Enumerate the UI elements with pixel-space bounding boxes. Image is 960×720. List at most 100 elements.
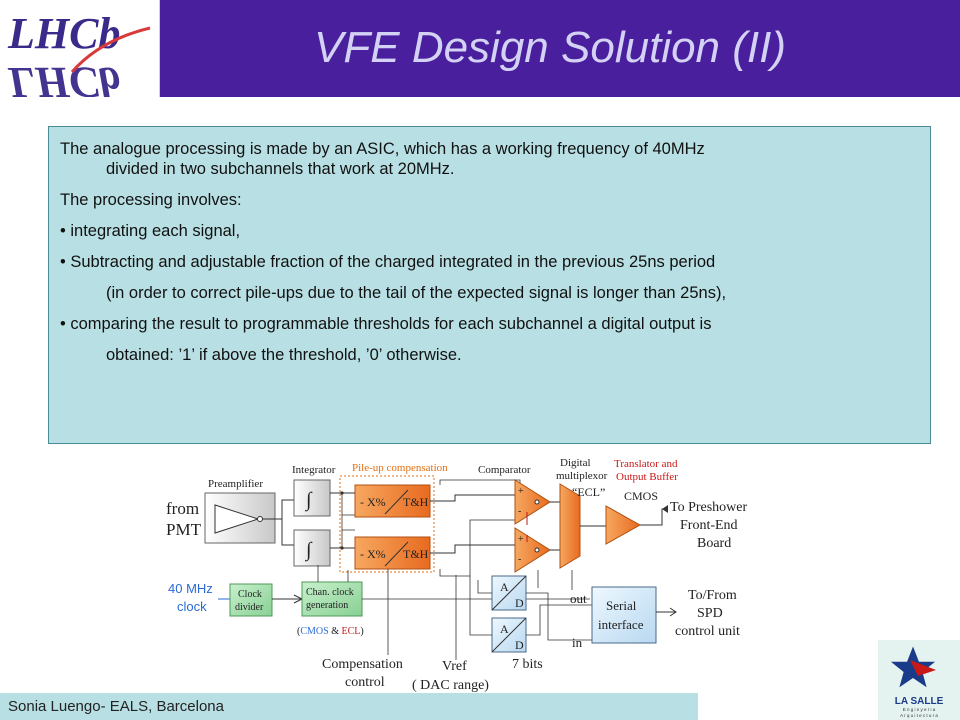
label-comparator: Comparator: [478, 464, 531, 476]
preamp-node-icon: [257, 516, 263, 522]
chan-clock-label-1: Chan. clock: [306, 587, 354, 598]
label-multiplexor: multiplexor: [556, 470, 608, 482]
comparator-top-plus: +: [518, 486, 524, 497]
label-pmt: PMT: [166, 520, 202, 539]
output-arrow-icon: [662, 505, 668, 513]
label-control: control: [345, 675, 385, 690]
chan-clock-label-2: generation: [306, 600, 348, 611]
footer-author: Sonia Luengo- EALS, Barcelona: [8, 698, 224, 715]
slide-title: VFE Design Solution (II): [314, 23, 786, 72]
lhcb-logo: LHCb LHCb: [0, 0, 160, 97]
label-7-bits: 7 bits: [512, 657, 543, 672]
label-compensation: Compensation: [322, 657, 403, 672]
bullet-subtracting-line1: • Subtracting and adjustable fraction of…: [60, 253, 716, 271]
bullet-integrating: • integrating each signal,: [60, 222, 241, 240]
split-wire: [268, 499, 294, 546]
clock-divider-label-1: Clock: [238, 589, 262, 600]
comparator-top-icon: [514, 479, 551, 525]
comparator-bottom-icon: [514, 527, 551, 573]
adc-top-a: A: [500, 580, 509, 594]
cross-wires: [341, 493, 355, 548]
multiplexor-block: [559, 483, 581, 569]
comparator-bottom-minus: -: [518, 554, 521, 565]
comparator-output-wires: [550, 501, 560, 551]
output-buffer-icon: [605, 505, 642, 545]
adc-top-d: D: [515, 596, 524, 610]
lasalle-logo: LA SALLE E n g i n y e r i a A r q u i t…: [878, 640, 960, 720]
content-box: The analogue processing is made by an AS…: [48, 126, 931, 444]
adc-bottom-d: D: [515, 638, 524, 652]
label-control-unit: control unit: [675, 624, 740, 639]
label-to-preshower: To Preshower: [670, 500, 748, 515]
serial-label-1: Serial: [606, 598, 637, 613]
label-vref: Vref: [442, 659, 467, 674]
comp-node-top-icon: [534, 499, 540, 505]
vfe-block-diagram: Preamplifier Integrator Pile-up compensa…: [166, 457, 748, 693]
pileup-region: [339, 475, 435, 573]
pileup-top-slash: [384, 489, 409, 515]
integrator-block-bottom: [293, 529, 331, 567]
adc-top-diagonal: [491, 575, 527, 611]
bullet-comparing: • comparing the result to programmable t…: [60, 314, 920, 365]
lasalle-logo-graphic: LA SALLE E n g i n y e r i a A r q u i t…: [890, 646, 944, 718]
cmos-ecl-open: (: [297, 626, 301, 637]
comp-node-bottom-icon: [534, 547, 540, 553]
integrator-block-top: [293, 479, 331, 517]
label-to-from: To/From: [688, 588, 737, 603]
star-icon: [890, 646, 936, 688]
pileup-output-wires: [430, 494, 515, 554]
cmos-ecl-ecl: ECL: [341, 626, 360, 637]
integral-icon-top: ∫: [304, 489, 313, 512]
adc-wires: [469, 576, 592, 641]
paragraph-asic-line1: The analogue processing is made by an AS…: [60, 140, 705, 158]
label-spd: SPD: [697, 606, 723, 621]
bullet-comparing-line2: obtained: ’1’ if above the threshold, ’0…: [106, 346, 462, 364]
lasalle-subtitle-1: E n g i n y e r i a: [903, 707, 936, 712]
lhcb-logo-graphic: LHCb LHCb: [7, 9, 151, 97]
lhcb-logo-text: LHCb: [7, 9, 120, 58]
serial-control-wires: [537, 570, 573, 590]
lasalle-name: LA SALLE: [895, 696, 944, 707]
clock-divider-block: [229, 583, 273, 617]
pileup-top-th: T&H: [403, 495, 429, 509]
bullet-comparing-line1: • comparing the result to programmable t…: [60, 315, 712, 333]
label-ecl-quote: “ECL”: [572, 485, 605, 499]
comparator-top-minus: -: [518, 506, 521, 517]
label-clock: clock: [177, 599, 207, 614]
label-output-buffer: Output Buffer: [616, 471, 678, 483]
cmos-ecl-amp: &: [329, 626, 342, 637]
label-cmos-ecl: (CMOS & ECL): [297, 626, 364, 637]
label-pileup: Pile-up compensation: [352, 462, 448, 474]
paragraph-asic-line2: divided in two subchannels that work at …: [106, 160, 455, 178]
adc-bottom-diagonal: [491, 617, 527, 653]
bullet-subtracting: • Subtracting and adjustable fraction of…: [60, 252, 920, 303]
pileup-top-xpct: - X%: [360, 495, 386, 509]
pileup-bottom-slash: [384, 541, 409, 567]
paragraph-processing: The processing involves:: [60, 191, 242, 209]
buffer-output-wire: [640, 508, 668, 526]
lasalle-subtitle-2: A r q u i t e c t u r a: [900, 713, 938, 718]
label-preamplifier: Preamplifier: [208, 478, 263, 490]
serial-interface-block: [591, 586, 657, 644]
bullet-subtracting-line2: (in order to correct pile-ups due to the…: [106, 284, 727, 302]
pileup-bottom-th: T&H: [403, 547, 429, 561]
label-integrator: Integrator: [292, 464, 336, 476]
paragraph-asic: The analogue processing is made by an AS…: [60, 139, 920, 179]
preamplifier-triangle-icon: [214, 504, 260, 534]
clock-distribution-wires: [317, 565, 590, 600]
pileup-block-bottom: [354, 536, 431, 570]
comparator-bottom-plus: +: [518, 534, 524, 545]
label-in: in: [572, 635, 583, 650]
label-dac-range: ( DAC range): [412, 678, 489, 693]
clock-divider-label-2: divider: [235, 602, 264, 613]
star-accent-icon: [910, 660, 936, 676]
lhcb-logo-mirrored: LHCb: [7, 58, 120, 97]
label-digital: Digital: [560, 457, 591, 469]
adc-bottom-a: A: [500, 622, 509, 636]
footer-bar: [0, 693, 698, 720]
control-wires: [387, 569, 457, 660]
integrator-output-wires: [330, 492, 355, 549]
serial-arrow-icon: [669, 607, 677, 617]
label-40mhz: 40 MHz: [168, 581, 213, 596]
label-board: Board: [697, 536, 731, 551]
